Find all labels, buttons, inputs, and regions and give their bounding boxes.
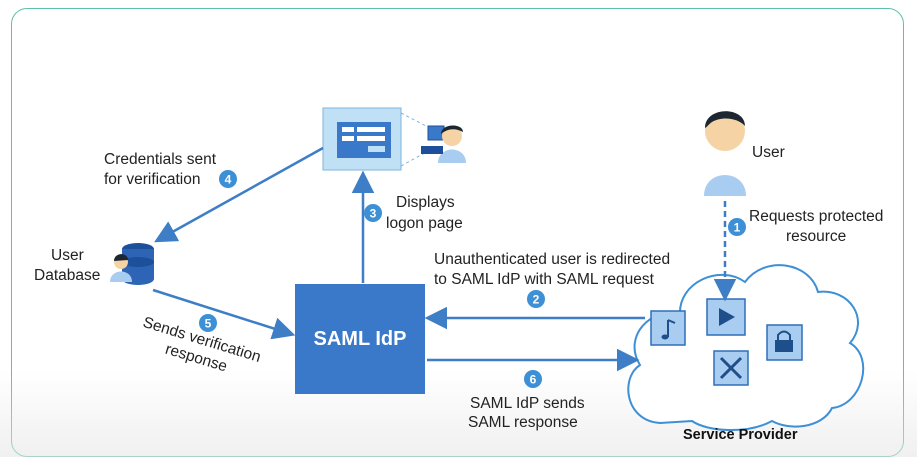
step-6-label-line1: SAML IdP sends [470,395,585,412]
svg-text:6: 6 [530,373,537,387]
svg-text:1: 1 [734,221,741,235]
play-icon [706,298,746,336]
step-4-label-line1: Credentials sent [104,151,217,168]
step-1-label-line2: resource [786,228,847,245]
step-1-label-line1: Requests protected [749,208,884,225]
step-badge-2: 2 [527,290,545,308]
user-label: User [752,144,785,161]
step-2-label-line1: Unauthenticated user is redirected [434,251,671,268]
step-3-label-line2: logon page [386,215,463,232]
svg-text:3: 3 [370,207,377,221]
step-badge-1: 1 [728,218,746,236]
tools-icon [713,350,749,386]
svg-text:4: 4 [225,173,232,187]
step-badge-3: 3 [364,204,382,222]
music-note-icon [650,310,686,346]
lock-icon [766,324,803,361]
user-database-label-line2: Database [34,267,101,284]
arrow-step-4 [154,146,324,243]
logon-screen-icon [322,107,466,171]
user-icon [704,111,746,196]
arrow-step-5 [152,288,296,340]
service-provider-label: Service Provider [683,427,798,443]
cloud-icon [627,264,865,431]
step-3-label-line1: Displays [396,194,455,211]
step-badge-6: 6 [524,370,542,388]
step-6-label-line2: SAML response [468,414,578,431]
saml-idp-box [295,284,425,394]
user-database-label-line1: User [51,247,84,264]
step-badge-4: 4 [219,170,237,188]
step-2-label-line2: to SAML IdP with SAML request [434,271,654,288]
svg-text:5: 5 [205,317,212,331]
saml-idp-label: SAML IdP [313,327,407,350]
database-icon [110,243,154,285]
svg-text:2: 2 [533,293,540,307]
step-badge-5: 5 [199,314,217,332]
step-4-label-line2: for verification [104,171,201,188]
